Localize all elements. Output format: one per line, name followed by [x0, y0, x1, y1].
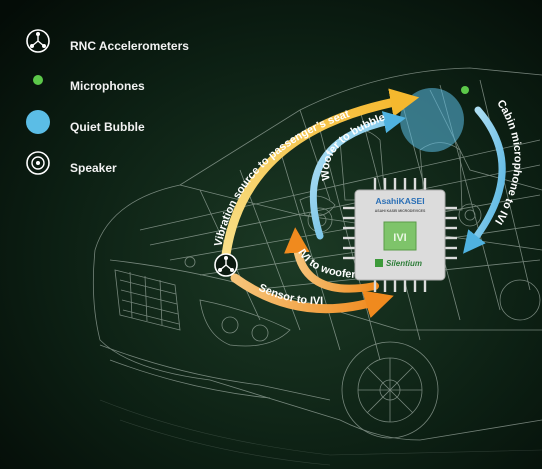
legend-microphones: Microphones	[24, 71, 145, 101]
legend-quiet-bubble: Quiet Bubble	[24, 112, 145, 142]
legend-quiet-bubble-icon	[26, 110, 50, 134]
legend-speaker-label: Speaker	[70, 161, 117, 175]
chip-silentium-logo-icon	[375, 259, 383, 267]
arrow-vibration-to-seat	[220, 88, 420, 267]
arrow-cabin-mic-to-ivi	[463, 106, 506, 254]
legend-microphones-label: Microphones	[70, 79, 145, 93]
quiet-bubble	[400, 88, 464, 152]
chip-brand-top: AsahiKASEI	[375, 196, 424, 206]
chip-brand-bottom: Silentium	[386, 259, 422, 268]
car-reflection	[99, 399, 542, 466]
arrow-ivi-to-woofer	[284, 227, 379, 293]
legend-speaker: Speaker	[24, 153, 117, 183]
arrow-woofer-to-bubble	[309, 111, 407, 240]
chip-center	[383, 221, 417, 251]
chip-center-label: IVI	[393, 232, 406, 244]
legend-accelerometers-label: RNC Accelerometers	[70, 39, 189, 53]
legend-accelerometer-icon	[26, 29, 50, 53]
sensor-accelerometer-icon	[214, 253, 238, 277]
ivi-chip: AsahiKASEI ASAHI KASEI MICRODEVICES IVI …	[343, 178, 457, 292]
cabin-microphone-dot	[461, 86, 469, 94]
chip-brand-sub: ASAHI KASEI MICRODEVICES	[375, 209, 426, 213]
legend-accelerometers: RNC Accelerometers	[24, 31, 189, 61]
legend-microphone-dot-icon	[33, 75, 43, 85]
legend-speaker-icon	[26, 151, 50, 175]
arrow-sensor-to-ivi	[230, 273, 394, 319]
legend-quiet-bubble-label: Quiet Bubble	[70, 120, 145, 134]
chip-pins	[343, 178, 457, 292]
